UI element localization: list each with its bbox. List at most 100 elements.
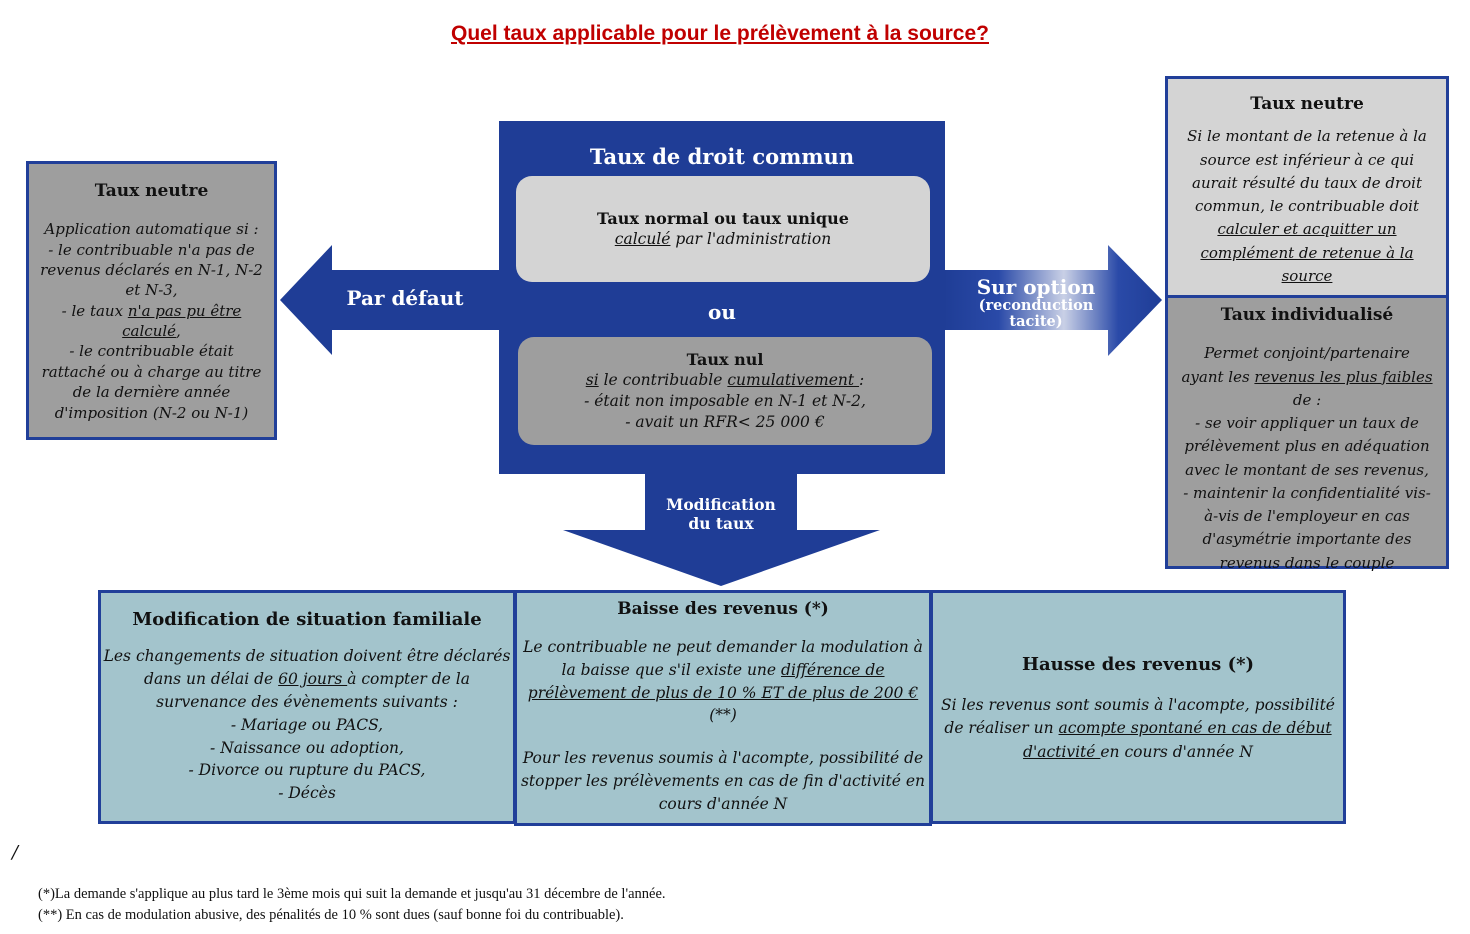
baisse-line: cours d'année N [658,794,788,813]
right-bottom-line: - se voir appliquer un taux de [1195,414,1419,433]
baisse-line: la baisse que s'il existe une différence… [521,659,925,682]
left-box-heading: Taux neutre [94,181,209,201]
family-body: Les changements de situation doivent êtr… [104,645,511,804]
right-bottom-line: avec le montant de ses revenus, [1185,460,1429,479]
left-box-line: - le taux n'a pas pu être [40,301,263,321]
right-bottom-body: Permet conjoint/partenaire ayant les rev… [1181,342,1432,575]
baisse-heading: Baisse des revenus (*) [617,599,829,619]
central-heading: Taux de droit commun [589,144,855,169]
hausse-text: en cours d'année N [1100,742,1253,761]
baisse-line: stopper les prélèvements en cas de fin d… [520,771,926,790]
family-line: Les changements de situation doivent êtr… [103,647,511,666]
footnote-1: (*)La demande s'applique au plus tard le… [38,886,666,902]
right-bottom-line: revenus dans le couple [1219,553,1395,572]
right-bottom-line: Permet conjoint/partenaire [1204,344,1410,363]
hausse-underlined: acompte spontané en cas de début [1058,719,1332,738]
taux-nul-title: Taux nul [686,349,764,369]
taux-normal-sub-underlined: calculé [614,230,671,249]
baisse-body: Le contribuable ne peut demander la modu… [521,636,925,815]
left-box-line: rattaché ou à charge au titre [41,362,262,381]
right-top-line: complément de retenue à la [1187,242,1427,265]
modification-taux-label: Modification du taux [645,495,797,534]
right-top-line: source [1187,265,1427,288]
page-title: Quel taux applicable pour le prélèvement… [450,22,989,45]
left-box-body: Application automatique si : - le contri… [40,219,263,423]
family-text: à compter de la [347,670,470,689]
hausse-body: Si les revenus sont soumis à l'acompte, … [941,694,1335,764]
left-taux-neutre-box: Taux neutre Application automatique si :… [26,161,277,440]
right-top-line: source est inférieur à ce qui [1199,150,1415,169]
family-text: dans un délai de [144,670,279,689]
taux-nul-line-3: - avait un RFR< 25 000 € [625,413,825,432]
right-top-body: Si le montant de la retenue à la source … [1187,125,1427,288]
left-box-line: calculé, [40,321,263,341]
footnote-2: (**) En cas de modulation abusive, des p… [38,907,624,924]
left-box-line: - le contribuable était [69,342,234,361]
left-box-underlined: calculé [122,322,177,341]
right-top-underlined: complément de retenue à la [1200,243,1414,262]
left-box-line: et N-3, [125,281,178,300]
taux-nul-line-2: - était non imposable en N-1 et N-2, [584,392,866,411]
right-bottom-line: à-vis de l'employeur en cas [1204,507,1410,526]
family-line: dans un délai de 60 jours à compter de l… [104,668,511,691]
family-line: - Naissance ou adoption, [210,738,404,757]
taux-nul-colon: : [859,371,865,390]
right-top-line: Si le montant de la retenue à la [1187,127,1427,146]
hausse-text: de réaliser un [944,719,1059,738]
baisse-text: la baisse que s'il existe une [561,660,782,679]
right-top-line: calculer et acquitter un [1187,218,1427,241]
baisse-line: (**) [709,706,737,725]
baisse-line: prélèvement de plus de 10 % ET de plus d… [521,682,925,705]
sur-option-sub: (reconduction tacite) [978,297,1094,330]
taux-normal-box: Taux normal ou taux unique calculé par l… [516,176,930,282]
left-box-text: , [176,322,181,341]
right-bottom-line: ayant les revenus les plus faibles [1181,366,1432,389]
down-arrow-shape [563,472,880,586]
left-box-underlined: n'a pas pu être [127,301,242,320]
right-top-underlined: calculer et acquitter un [1217,220,1397,239]
left-box-line: - le contribuable n'a pas de [48,240,255,259]
taux-normal-sub: calculé par l'administration [615,229,831,250]
hausse-line: de réaliser un acompte spontané en cas d… [941,717,1335,740]
right-bottom-line: prélèvement plus en adéquation [1184,437,1430,456]
right-arrow-shape [944,245,1162,356]
modification-line-2: du taux [688,514,754,534]
right-top-underlined: source [1281,266,1333,285]
family-underlined: 60 jours [278,670,348,689]
baisse-line: Le contribuable ne peut demander la modu… [523,637,923,656]
baisse-revenus-box: Baisse des revenus (*) Le contribuable n… [514,590,932,826]
right-top-line: aurait résulté du taux de droit [1192,173,1422,192]
hausse-heading: Hausse des revenus (*) [1021,654,1255,675]
sur-option-title: Sur option [976,275,1096,299]
right-bottom-heading: Taux individualisé [1220,305,1394,325]
left-box-text: - le taux [61,301,128,320]
right-bottom-underlined: revenus les plus faibles [1254,367,1433,386]
right-bottom-line: d'asymétrie importante des [1202,530,1412,549]
taux-nul-box: Taux nul si le contribuable cumulativeme… [518,337,932,445]
left-box-line: Application automatique si : [44,220,259,239]
family-line: survenance des évènements suivants : [156,693,458,712]
hausse-line: d'activité en cours d'année N [941,741,1335,764]
family-heading: Modification de situation familiale [132,609,482,630]
taux-normal-title: Taux normal ou taux unique [597,208,849,228]
family-line: - Décès [278,784,336,803]
taux-nul-cumul: cumulativement [727,371,860,390]
taux-nul-line-1: si le contribuable cumulativement : [586,370,865,391]
sur-option-label: Sur option (reconduction tacite) [950,276,1122,330]
right-bottom-line: de : [1292,390,1322,409]
taux-nul-text: le contribuable [598,371,728,390]
right-top-line: commun, le contribuable doit [1195,197,1419,216]
family-situation-box: Modification de situation familiale Les … [98,590,516,824]
taux-nul-si: si [585,371,599,390]
ou-label: ou [708,300,736,324]
hausse-revenus-box: Hausse des revenus (*) Si les revenus so… [930,590,1346,824]
right-bottom-text: ayant les [1181,367,1255,386]
par-defaut-label: Par défaut [346,286,464,310]
left-arrow-shape [280,245,500,355]
footnotes: (*)La demande s'applique au plus tard le… [38,884,666,926]
left-box-line: de la dernière année [72,383,231,402]
left-box-line: d'imposition (N-2 ou N-1) [54,403,249,422]
taux-normal-sub-rest: par l'administration [670,230,832,249]
right-taux-individualise-box: Taux individualisé Permet conjoint/parte… [1165,295,1449,572]
stray-mark: / [12,842,19,863]
